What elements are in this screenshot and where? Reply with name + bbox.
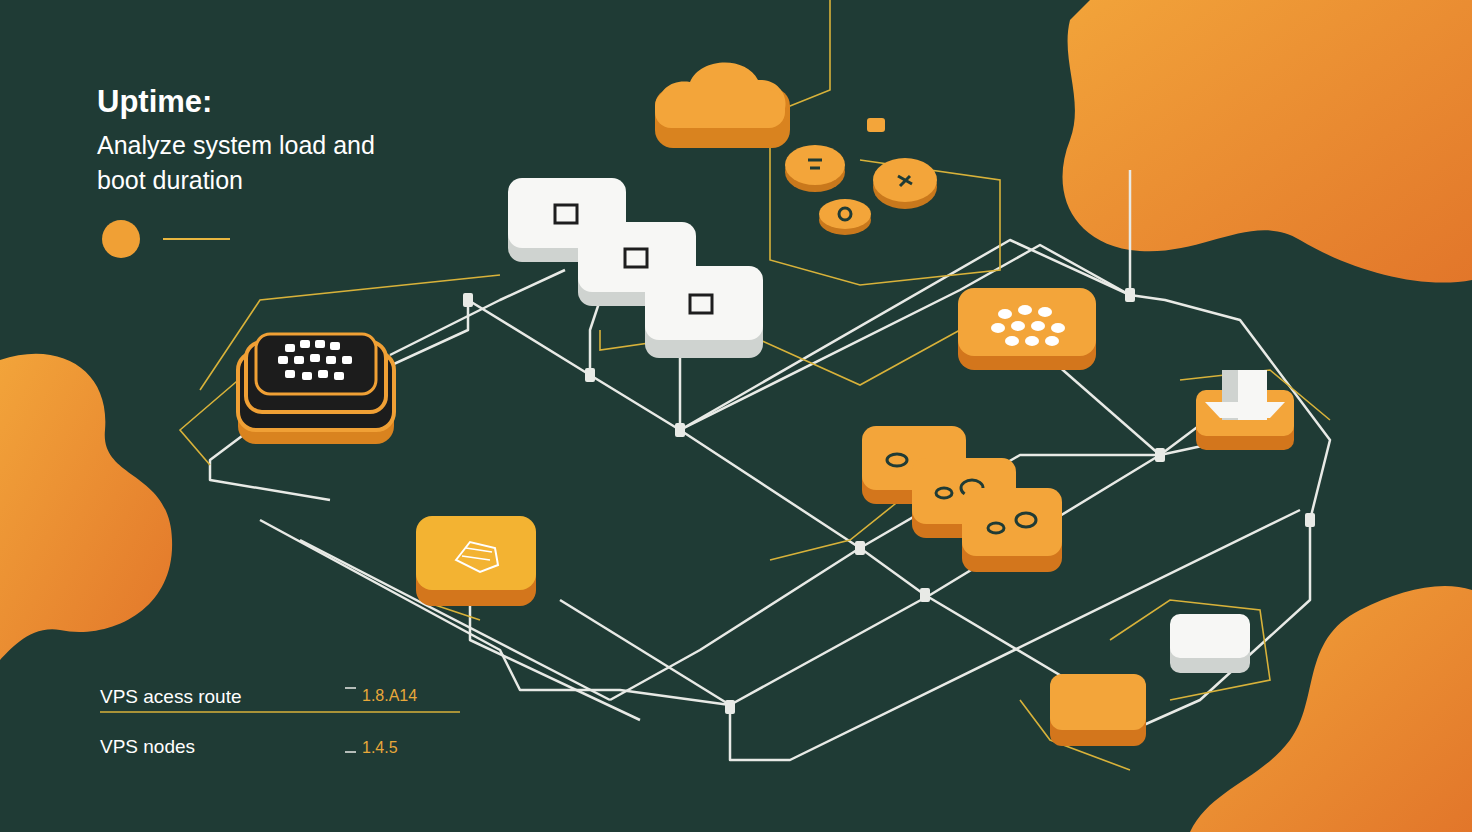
blob: [1063, 0, 1472, 283]
nodes-value: 1.4.5: [362, 739, 398, 757]
route-value: 1.8.A14: [362, 687, 417, 705]
nodes-label: VPS nodes: [100, 736, 195, 758]
blob: [0, 354, 172, 660]
subtitle: Analyze system load and boot duration: [97, 128, 417, 198]
route-label: VPS acess route: [100, 686, 242, 708]
dot: [102, 220, 140, 258]
title: Uptime:: [97, 84, 212, 120]
